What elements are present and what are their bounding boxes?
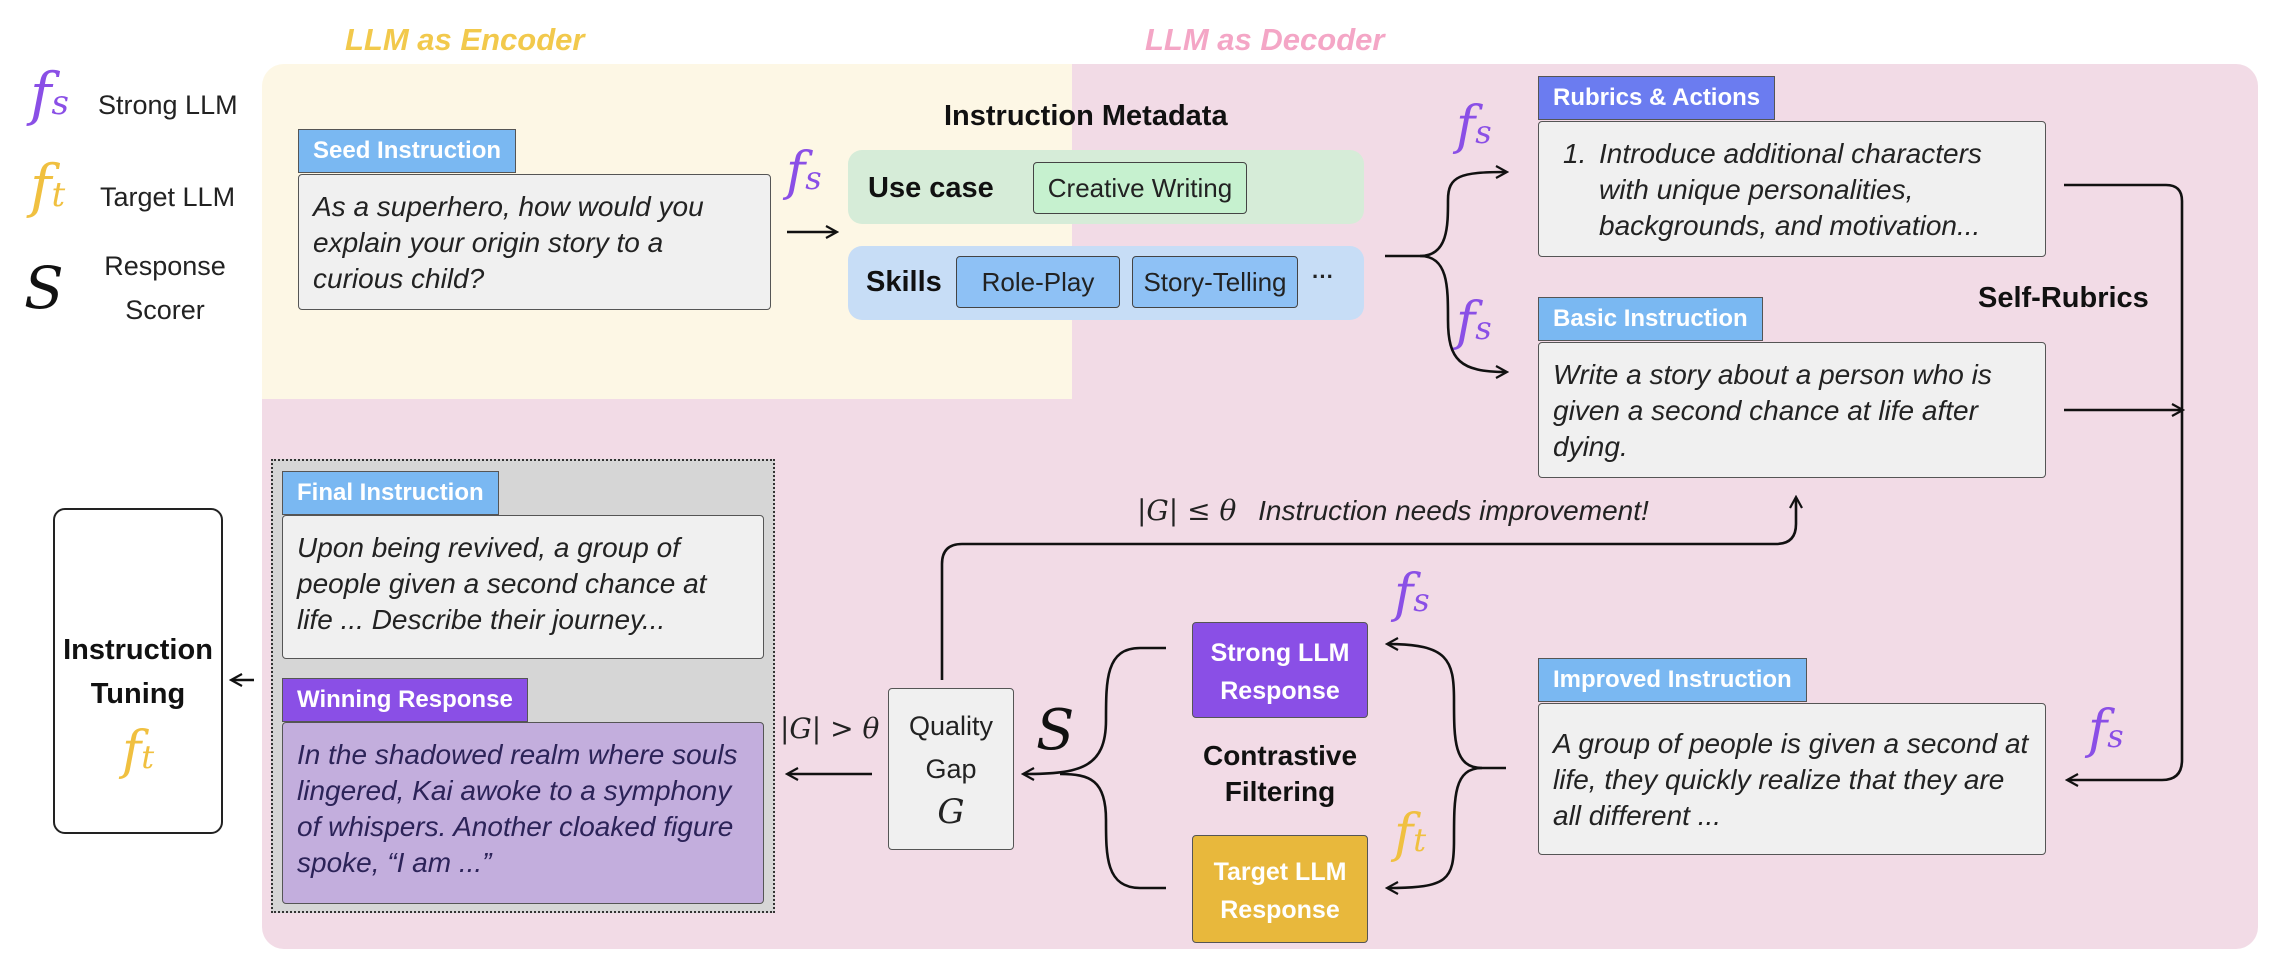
encoder-title: LLM as Encoder	[345, 22, 585, 57]
rubrics-text: Introduce additional characters with uni…	[1599, 138, 1982, 241]
basic-instruction-card: Write a story about a person who is give…	[1538, 342, 2046, 478]
feedback-loop-arrow	[940, 498, 1796, 680]
encoder-strong-llm-symbol: fs	[786, 142, 822, 202]
improved-to-strong-arrow	[1388, 644, 1506, 770]
basic-instruction-tag: Basic Instruction	[1538, 297, 1763, 341]
improved-strong-llm-symbol: fs	[2088, 700, 2124, 760]
basic-strong-llm-symbol: fs	[1456, 292, 1492, 352]
strong-llm-response-box: Strong LLM Response	[1192, 622, 1368, 718]
contrastive-filtering-label: Contrastive Filtering	[1202, 740, 1358, 807]
target-to-scorer-line	[1059, 772, 1166, 890]
rubrics-tag: Rubrics & Actions	[1538, 76, 1776, 120]
contrastive-scorer-symbol: S	[1036, 698, 1075, 763]
metadata-title: Instruction Metadata	[944, 100, 1228, 132]
rubrics-number: 1.	[1563, 138, 1587, 169]
rubrics-to-self-rubrics-line	[2064, 183, 2184, 780]
quality-gap-box: Quality Gap G	[888, 688, 1014, 850]
self-rubrics-label: Self-Rubrics	[1978, 282, 2149, 314]
instruction-tuning-box: Instruction Tuning ft	[53, 508, 223, 834]
scorer-symbol: S	[24, 254, 64, 322]
rubrics-card: 1. Introduce additional characters with …	[1538, 121, 2046, 257]
skills-label: Skills	[866, 266, 942, 298]
scorer-label: Response Scorer	[104, 251, 226, 325]
use-case-chip: Creative Writing	[1033, 162, 1247, 214]
strong-llm-label: Strong LLM	[98, 90, 238, 120]
skill-chip-role-play: Role-Play	[956, 256, 1120, 308]
skills-more-icon: ···	[1312, 264, 1334, 289]
winning-response-card: In the shadowed realm where souls linger…	[282, 722, 764, 904]
target-llm-response-box: Target LLM Response	[1192, 835, 1368, 943]
skill-chip-story-telling: Story-Telling	[1132, 256, 1298, 308]
feedback-condition: |G| ≤ θ	[1137, 494, 1237, 527]
strong-to-scorer-arrow	[1024, 646, 1166, 774]
improved-instruction-card: A group of people is given a second at l…	[1538, 703, 2046, 855]
legend-strong: fs Strong LLM	[30, 60, 260, 128]
metadata-fork-lower-arrow	[1419, 254, 1506, 372]
metadata-fork-arrow	[1385, 172, 1506, 258]
feedback-label: |G| ≤ θ Instruction needs improvement!	[1137, 494, 1649, 527]
legend: fs Strong LLM ft Target LLM S Response S…	[20, 60, 260, 350]
improved-to-target-arrow	[1388, 766, 1483, 888]
target-llm-label: Target LLM	[100, 182, 236, 212]
target-response-symbol: ft	[1394, 804, 1427, 864]
rubrics-strong-llm-symbol: fs	[1456, 96, 1492, 156]
legend-target: ft Target LLM	[30, 152, 260, 220]
improved-instruction-tag: Improved Instruction	[1538, 658, 1807, 702]
final-instruction-card: Upon being revived, a group of people gi…	[282, 515, 764, 659]
target-llm-symbol: ft	[30, 152, 66, 220]
strong-response-symbol: fs	[1394, 564, 1430, 624]
seed-instruction-card: As a superhero, how would you explain yo…	[298, 174, 771, 310]
winning-response-tag: Winning Response	[282, 678, 528, 722]
legend-scorer: S Response Scorer	[20, 250, 260, 350]
strong-llm-symbol: fs	[30, 60, 69, 128]
final-instruction-tag: Final Instruction	[282, 471, 499, 515]
decoder-title: LLM as Decoder	[1145, 22, 1385, 57]
pass-condition: |G| > θ	[780, 712, 880, 745]
seed-instruction-tag: Seed Instruction	[298, 129, 517, 173]
use-case-label: Use case	[868, 172, 994, 204]
feedback-text: Instruction needs improvement!	[1258, 495, 1649, 526]
